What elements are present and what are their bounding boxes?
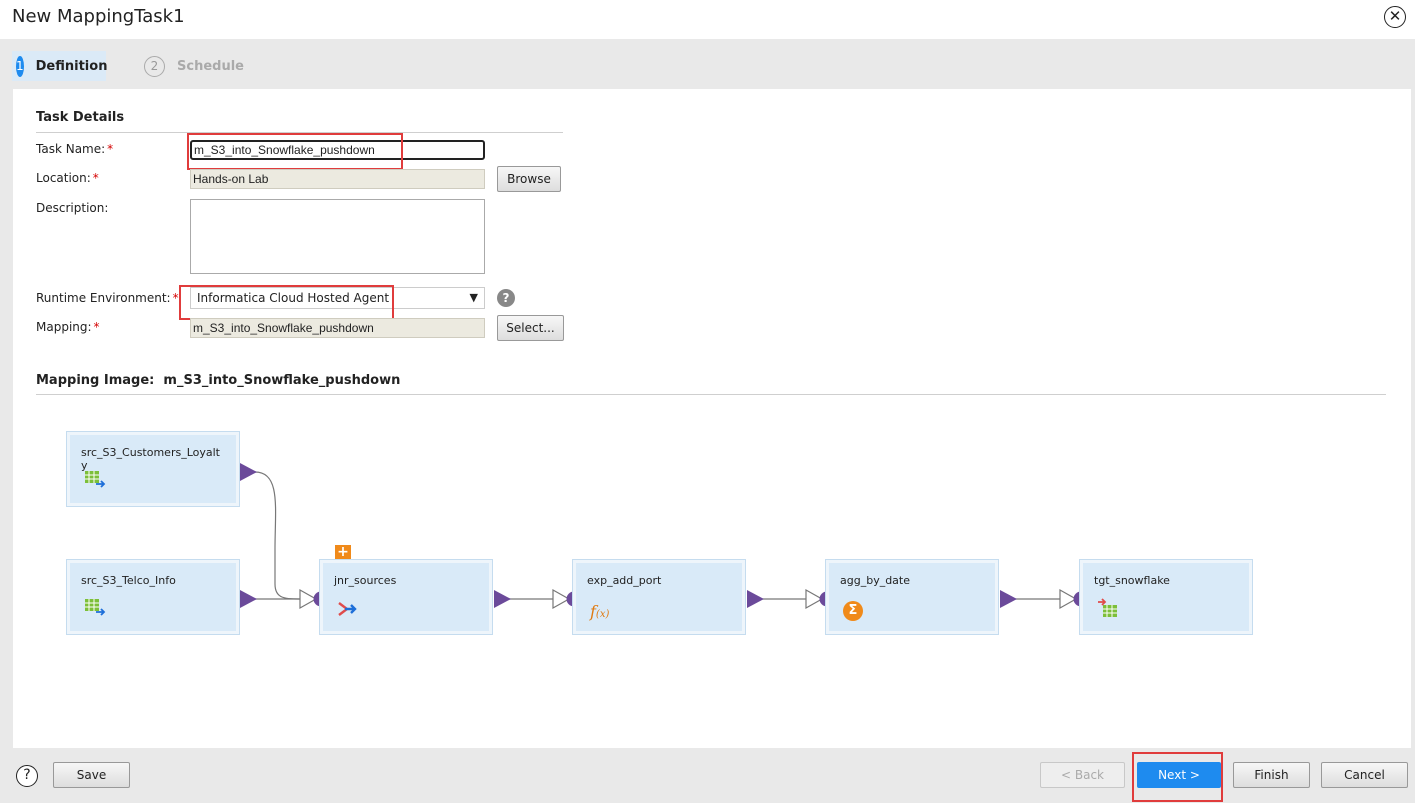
output-port xyxy=(240,463,257,481)
browse-button[interactable]: Browse xyxy=(497,166,561,192)
cancel-button[interactable]: Cancel xyxy=(1321,762,1408,788)
node-aggregator[interactable]: agg_by_date Σ xyxy=(826,560,998,634)
node-expression[interactable]: exp_add_port f(x) xyxy=(573,560,745,634)
close-icon[interactable]: ✕ xyxy=(1384,6,1406,28)
output-port xyxy=(240,590,257,608)
node-label: src_S3_Customers_Loyalty xyxy=(81,446,220,472)
node-label: agg_by_date xyxy=(840,574,911,587)
description-textarea[interactable] xyxy=(190,199,485,274)
step-number: 1 xyxy=(16,55,24,77)
description-label: Description: xyxy=(36,201,109,215)
node-src-telco[interactable]: src_S3_Telco_Info xyxy=(67,560,239,634)
mapping-field: m_S3_into_Snowflake_pushdown xyxy=(190,318,485,338)
source-table-icon xyxy=(84,470,106,493)
finish-button[interactable]: Finish xyxy=(1233,762,1310,788)
task-name-label: Task Name:* xyxy=(36,142,114,156)
connector-line xyxy=(254,471,304,600)
location-field: Hands-on Lab xyxy=(190,169,485,189)
mapping-image-heading: Mapping Image: m_S3_into_Snowflake_pushd… xyxy=(36,373,401,388)
section-divider xyxy=(36,132,563,133)
title-bar: New MappingTask1 ✕ xyxy=(0,0,1415,39)
mapping-label: Mapping:* xyxy=(36,320,100,334)
node-label: exp_add_port xyxy=(587,574,662,587)
node-label: jnr_sources xyxy=(334,574,397,587)
next-button[interactable]: Next > xyxy=(1137,762,1221,788)
target-table-icon xyxy=(1097,598,1119,621)
definition-panel: Task Details Task Name:* Location:* Hand… xyxy=(13,89,1411,748)
node-target[interactable]: tgt_snowflake xyxy=(1080,560,1252,634)
joiner-icon xyxy=(337,600,359,621)
back-button[interactable]: < Back xyxy=(1040,762,1125,788)
help-icon[interactable]: ? xyxy=(497,289,515,307)
task-name-input[interactable] xyxy=(190,140,485,160)
add-marker-icon[interactable]: + xyxy=(335,545,351,561)
runtime-environment-select[interactable]: Informatica Cloud Hosted Agent ▼ xyxy=(190,287,485,309)
select-mapping-button[interactable]: Select... xyxy=(497,315,564,341)
step-schedule[interactable]: 2 Schedule xyxy=(140,51,250,81)
help-icon[interactable]: ? xyxy=(16,765,38,787)
wizard-steps: 1 Definition 2 Schedule xyxy=(0,39,1415,89)
node-label: src_S3_Telco_Info xyxy=(81,574,176,587)
runtime-environment-label: Runtime Environment:* xyxy=(36,291,179,305)
node-label: tgt_snowflake xyxy=(1094,574,1170,587)
node-src-customers[interactable]: src_S3_Customers_Loyalty xyxy=(67,432,239,506)
location-label: Location:* xyxy=(36,171,99,185)
sigma-icon: Σ xyxy=(843,601,863,621)
chevron-down-icon: ▼ xyxy=(469,291,478,304)
input-arrow xyxy=(1059,588,1078,610)
step-definition[interactable]: 1 Definition xyxy=(12,51,108,81)
step-label: Schedule xyxy=(177,58,244,74)
input-arrow xyxy=(299,588,318,610)
save-button[interactable]: Save xyxy=(53,762,130,788)
step-label: Definition xyxy=(35,58,108,74)
output-port xyxy=(494,590,511,608)
mapping-connectors xyxy=(240,463,1089,610)
source-table-icon xyxy=(84,598,106,621)
input-arrow xyxy=(552,588,571,610)
step-number: 2 xyxy=(144,55,165,77)
window-title: New MappingTask1 xyxy=(12,6,185,27)
output-port xyxy=(1000,590,1017,608)
node-joiner[interactable]: jnr_sources xyxy=(320,560,492,634)
section-divider xyxy=(36,394,1386,395)
input-arrow xyxy=(805,588,824,610)
task-details-heading: Task Details xyxy=(36,110,125,125)
runtime-environment-value: Informatica Cloud Hosted Agent xyxy=(197,291,390,305)
output-port xyxy=(747,590,764,608)
expression-fx-icon: f(x) xyxy=(590,602,610,621)
